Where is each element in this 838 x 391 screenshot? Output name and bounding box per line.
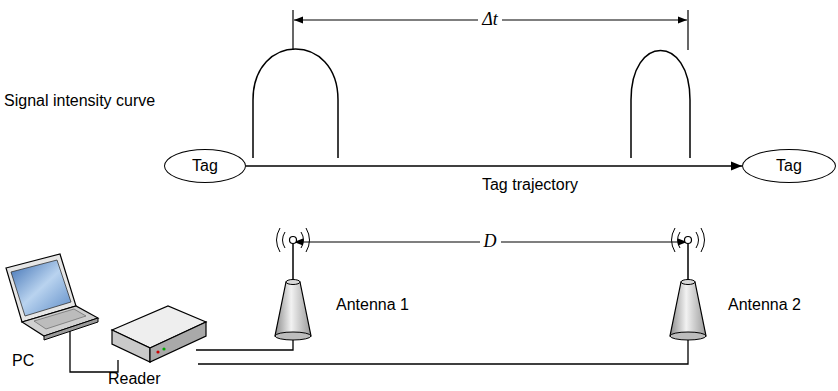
node-text: Tag <box>192 157 218 175</box>
cable <box>70 328 118 372</box>
device-label: Reader <box>108 370 160 388</box>
cable <box>198 340 688 364</box>
dimension-label: Δt <box>478 9 502 30</box>
node-text: Tag <box>776 157 802 175</box>
signal-curve <box>631 51 690 159</box>
trajectory-arrow <box>246 165 742 167</box>
antenna-label: Antenna 1 <box>336 296 409 314</box>
laptop-icon <box>6 254 98 340</box>
tag-ellipse: Tag <box>164 149 246 183</box>
tag-ellipse: Tag <box>742 149 836 183</box>
reader-device <box>112 306 206 362</box>
antenna-symbol <box>275 228 311 340</box>
cable <box>196 340 293 350</box>
signal-curve <box>253 49 338 158</box>
antenna-label: Antenna 2 <box>728 296 801 314</box>
dimension-label: D <box>480 231 501 252</box>
curve-label: Signal intensity curve <box>4 92 155 110</box>
edge-label: Tag trajectory <box>482 176 578 194</box>
antenna-symbol <box>670 228 706 340</box>
device-label: PC <box>12 352 34 370</box>
